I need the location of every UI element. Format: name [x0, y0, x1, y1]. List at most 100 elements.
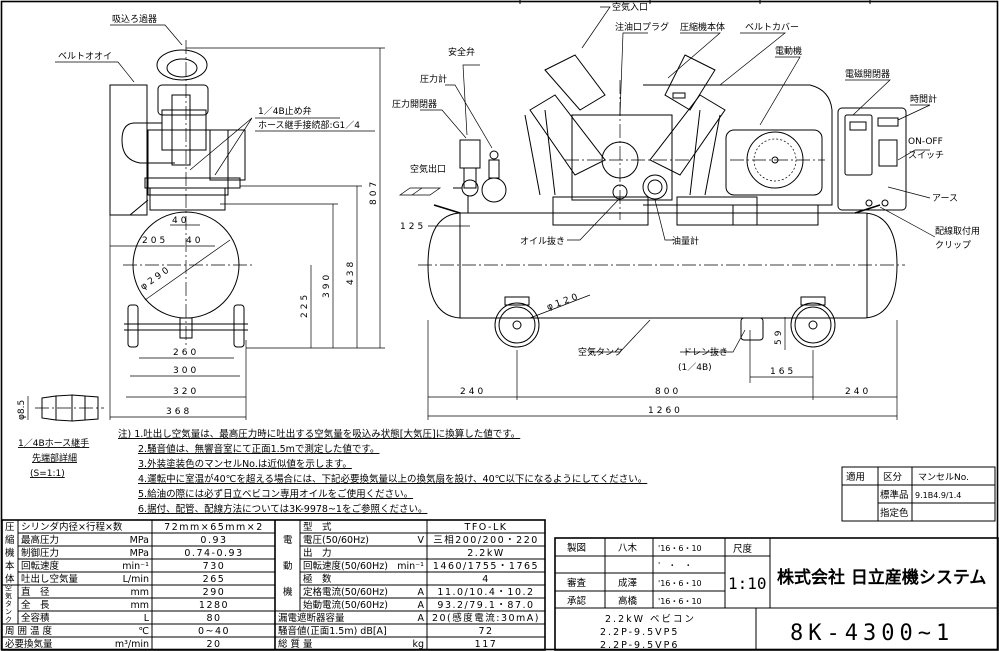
spec-value: 72 [478, 626, 493, 637]
spec-value: 730 [203, 561, 226, 572]
motor-shape [725, 129, 823, 196]
top-border-ticks [519, 0, 871, 4]
spec-unit: A [418, 613, 425, 624]
spec-item: 全 長 [21, 599, 50, 611]
spec-unit: V [418, 535, 425, 546]
spec-value: 2.2kW [467, 548, 505, 559]
note-5: 5.給油の際には必ず日立ベビコン専用オイルをご使用ください。 [138, 488, 413, 500]
title-block [554, 537, 999, 651]
dim-59: 59 [774, 328, 784, 345]
front-wheel-left [494, 296, 540, 348]
spec-unit: mm [130, 587, 149, 598]
spec-value: 80 [206, 613, 221, 624]
spec-value: 93.2/79.1・87.0 [437, 600, 534, 611]
note-2: 2.騒音値は、無響音室にて正面1.5mで測定した値です。 [138, 443, 379, 455]
side-view [55, 24, 385, 420]
hose-fitting-detail: φ8.5 1／4Bホース継手 先端部詳細 (S=1:1) [17, 394, 104, 479]
color-table: 適用 区分 マンセルNo. 標準品 9.1B4.9/1.4 指定色 [841, 466, 996, 522]
group-motor-char: 機 [283, 586, 293, 598]
label-air-outlet: 空気出口 [410, 163, 446, 175]
approval-name: 高橋 [618, 595, 638, 607]
pressure-switch-shape [459, 139, 481, 169]
note-6: 6.据付、配管、配線方法については3K-9978~1をご参照ください。 [138, 503, 427, 515]
intake-filter-shape [156, 49, 208, 81]
label-pressure-switch: 圧力開閉器 [392, 98, 437, 110]
spec-unit: min⁻¹ [397, 561, 424, 572]
spec-value: 290 [203, 587, 226, 598]
label-wiring-clip-2: クリップ [935, 240, 971, 251]
discharge-pipe [121, 122, 175, 164]
dim-438: 438 [346, 259, 356, 285]
spec-item: 総 質 量 [278, 638, 313, 650]
spec-unit: kg [412, 639, 424, 650]
group-compressor-char: 本 [5, 560, 15, 572]
spec-item: 必要換気量 [5, 638, 53, 650]
spec-item: 周 囲 温 度 [5, 625, 53, 637]
spec-value: 265 [203, 574, 226, 585]
label-compressor-body: 圧縮機本体 [680, 21, 725, 33]
label-hose-connection: ホース継手接続部:G1／4 [258, 119, 360, 131]
approval-date: '16・6・10 [658, 579, 702, 588]
approval-name: 成澤 [618, 577, 638, 589]
product-line-1: 2.2kW ベビコン [605, 614, 696, 625]
spec-value: 72mm×65mm×2 [164, 522, 264, 533]
scale-label: 尺度 [733, 543, 753, 555]
label-hour-meter: 時間計 [910, 93, 937, 105]
front-wheel-right [790, 296, 836, 348]
company-name: 株式会社 日立産機システム [777, 567, 986, 588]
label-air-inlet: 空気入口 [612, 1, 648, 13]
belt-cover-side [109, 84, 148, 216]
spec-item: 回転速度 [21, 560, 60, 572]
spec-value: 0.74-0.93 [184, 548, 243, 559]
spec-unit: MPa [130, 535, 149, 546]
spec-unit: m³/min [115, 639, 149, 650]
label-stop-valve: 1／4B止め弁 [258, 105, 312, 117]
spec-item: シリンダ内径×行程×数 [21, 521, 123, 533]
group-tank-char: タ [5, 599, 12, 608]
dim-phi290: φ290 [139, 264, 174, 292]
note-1: 注) 1.吐出し空気量は、最高圧力時に吐出する空気量を吸込み状態[大気圧]に換算… [118, 428, 520, 440]
spec-value: 11.0/10.4・10.2 [437, 587, 534, 598]
approval-role: 審査 [567, 577, 587, 589]
label-belt-cover-side: ベルトオオイ [58, 51, 112, 62]
group-motor-char: 電 [283, 535, 293, 546]
spec-item: 電圧(50/60Hz) [303, 535, 369, 546]
label-wiring-clip-1: 配線取付用 [935, 225, 980, 237]
spec-item: 漏電遮断器容量 [278, 612, 345, 624]
approval-role: 承認 [567, 595, 587, 607]
dim-240-left: 240 [460, 387, 486, 397]
wheel-right [233, 304, 245, 348]
label-safety-valve: 安全弁 [448, 46, 475, 58]
spec-value: 0~40 [198, 626, 230, 637]
spec-value: 20(感度電流:30mA) [432, 612, 540, 624]
group-tank-char: 空 [5, 583, 12, 592]
front-view [398, 6, 936, 420]
label-earth: アース [932, 194, 958, 204]
spec-item: 最高圧力 [21, 534, 59, 546]
label-belt-cover: ベルトカバー [745, 22, 799, 33]
dim-125: 125 [400, 222, 426, 232]
dim-40-b: 40 [186, 236, 203, 246]
cylinder-left [529, 94, 606, 176]
spec-unit: mm [130, 600, 149, 611]
belt-cover-front [643, 84, 833, 206]
approval-name: 八木 [618, 542, 638, 554]
spec-item: 制御圧力 [21, 547, 59, 559]
spec-value: 20 [206, 639, 221, 650]
dim-40-a: 40 [172, 216, 189, 226]
spec-item: 型 式 [303, 521, 332, 533]
color-row-standard-label: 標準品 [880, 489, 909, 501]
group-tank-char: ン [5, 608, 12, 616]
wheel-left [127, 304, 139, 348]
label-oil-plug: 注油口プラグ [615, 21, 669, 33]
group-compressor-char: 縮 [5, 534, 15, 546]
spec-value: 117 [475, 639, 498, 650]
group-compressor-char: 体 [5, 573, 15, 585]
magnetic-switch-shape [844, 114, 873, 176]
approval-date: '16・6・10 [658, 597, 702, 606]
dim-800: 800 [655, 387, 681, 397]
approval-date: ' ・ ・ [658, 561, 692, 570]
